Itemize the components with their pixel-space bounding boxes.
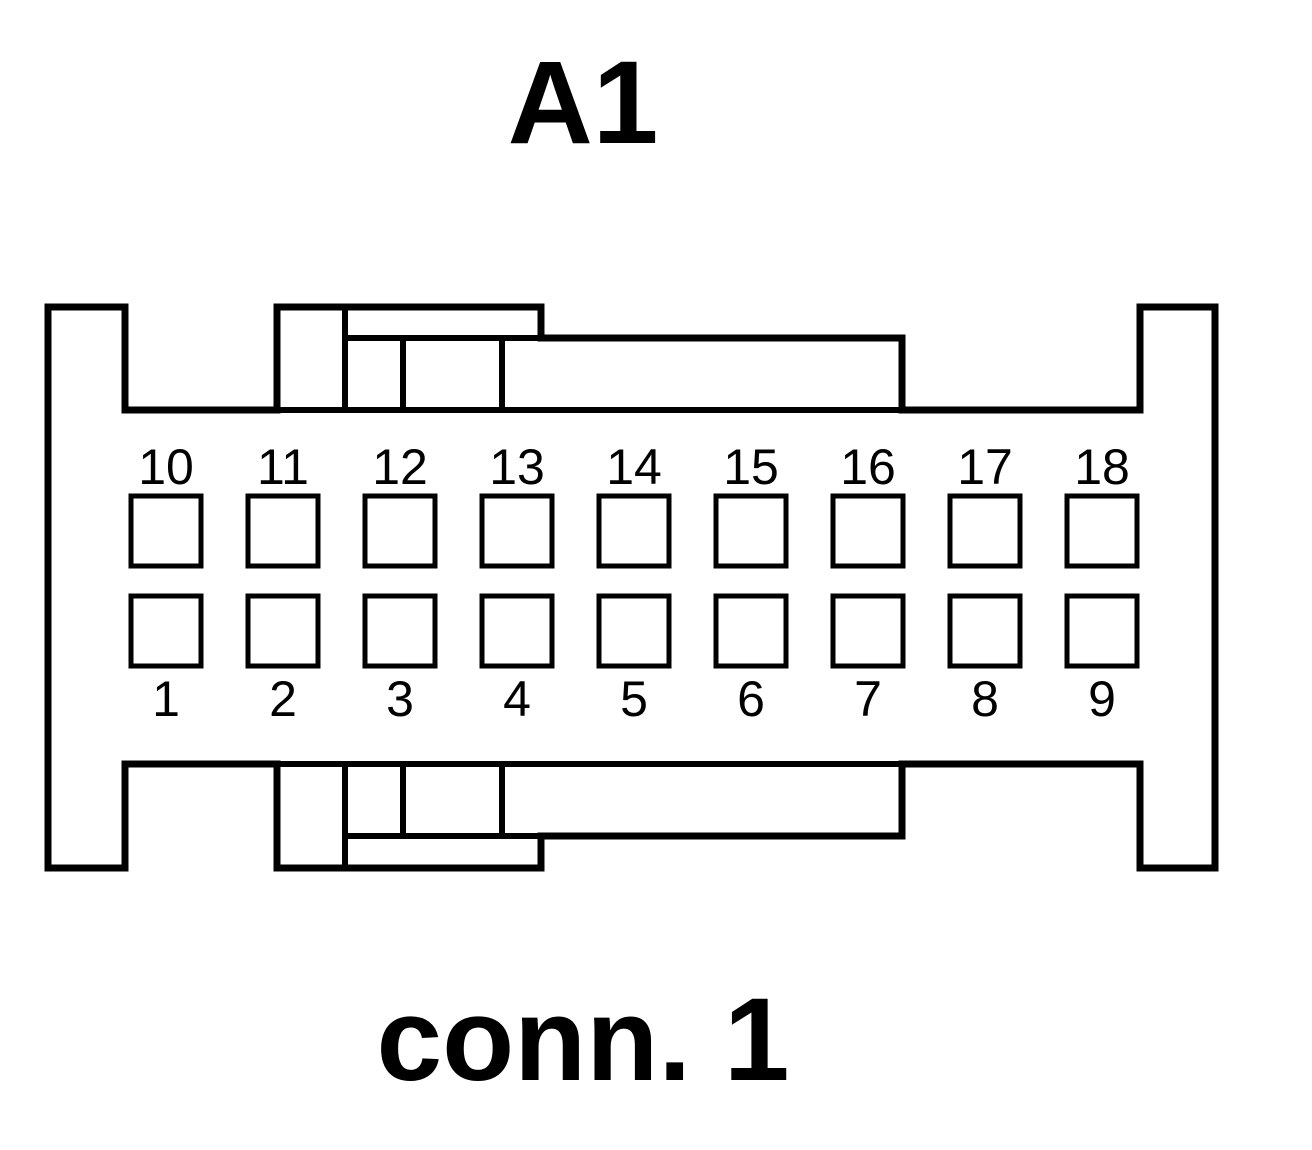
- pin-13: [479, 493, 555, 569]
- pin-14: [596, 493, 672, 569]
- pin-label-5: 5: [620, 671, 648, 727]
- pin-12: [362, 493, 438, 569]
- bottom-latch: [277, 761, 902, 868]
- pin-16: [830, 493, 906, 569]
- pin-9: [1064, 593, 1140, 669]
- pin-label-15: 15: [723, 439, 779, 495]
- pin-label-1: 1: [152, 671, 180, 727]
- pin-15: [713, 493, 789, 569]
- pin-label-3: 3: [386, 671, 414, 727]
- connector-housing: [44, 303, 1219, 872]
- pin-5: [596, 593, 672, 669]
- pin-label-7: 7: [854, 671, 882, 727]
- pin-label-6: 6: [737, 671, 765, 727]
- pin-6: [713, 593, 789, 669]
- connector-caption: conn. 1: [376, 974, 789, 1106]
- pin-11: [245, 493, 321, 569]
- pin-label-8: 8: [971, 671, 999, 727]
- pin-label-13: 13: [489, 439, 545, 495]
- pin-label-11: 11: [257, 439, 309, 495]
- pin-label-14: 14: [606, 439, 662, 495]
- pin-17: [947, 493, 1023, 569]
- pin-2: [245, 593, 321, 669]
- top-latch: [277, 307, 902, 413]
- pin-1: [128, 593, 204, 669]
- pin-8: [947, 593, 1023, 669]
- pin-18: [1064, 493, 1140, 569]
- pin-label-12: 12: [372, 439, 428, 495]
- pin-label-4: 4: [503, 671, 531, 727]
- pin-3: [362, 593, 438, 669]
- connector-title: A1: [508, 37, 659, 169]
- pin-7: [830, 593, 906, 669]
- pin-label-9: 9: [1088, 671, 1116, 727]
- pin-label-16: 16: [840, 439, 896, 495]
- pin-label-17: 17: [957, 439, 1013, 495]
- pin-label-2: 2: [269, 671, 297, 727]
- pin-label-10: 10: [138, 439, 194, 495]
- pin-10: [128, 493, 204, 569]
- pin-label-18: 18: [1074, 439, 1130, 495]
- pin-4: [479, 593, 555, 669]
